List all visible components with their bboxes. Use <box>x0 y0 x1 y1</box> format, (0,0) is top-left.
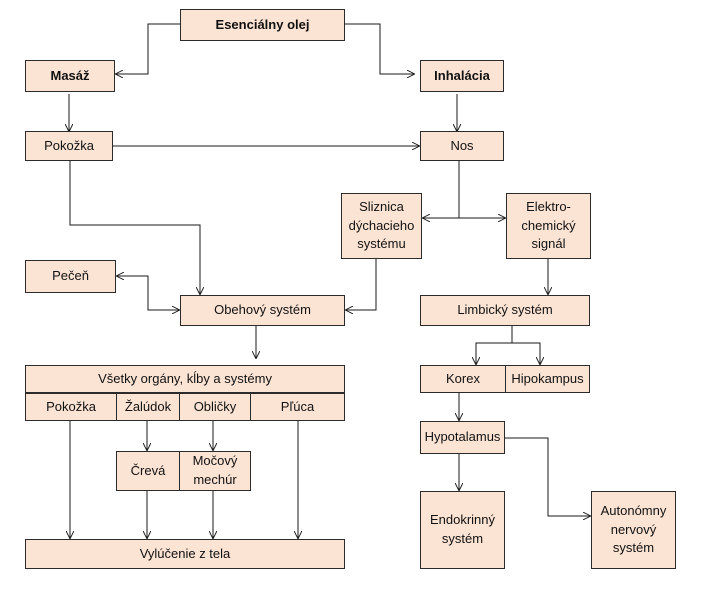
node-elimination: Vylúčenie z tela <box>25 539 345 569</box>
arrow-oil-to-massage <box>116 23 180 74</box>
arrow-limbic-to-cortex <box>476 342 512 364</box>
node-kidneys: Obličky <box>179 393 251 421</box>
node-intestines: Črevá <box>116 451 180 491</box>
arrow-skin-to-circulatory <box>69 161 200 294</box>
node-inhalation: Inhalácia <box>420 60 504 92</box>
node-massage: Masáž <box>25 60 115 92</box>
arrow-limbic-to-hippocampus <box>512 342 540 364</box>
node-endocrine-system: Endokrinný systém <box>420 491 505 569</box>
node-lungs: Pľúca <box>250 393 345 421</box>
node-all-organs: Všetky orgány, kĺby a systémy <box>25 365 345 393</box>
arrow-mucosa-to-circulatory <box>346 259 377 310</box>
node-mucosa: Sliznica dýchacieho systému <box>341 193 422 259</box>
node-organ-skin: Pokožka <box>25 393 117 421</box>
arrow-oil-to-inhalation <box>345 23 414 74</box>
node-liver: Pečeň <box>25 260 116 293</box>
node-essential-oil: Esenciálny olej <box>180 9 345 41</box>
node-circulatory-system: Obehový systém <box>180 295 345 326</box>
node-electro-signal: Elektro- chemický signál <box>506 193 591 259</box>
node-hippocampus: Hipokampus <box>505 365 590 393</box>
arrow-hypothalamus-to-autonomic <box>505 437 590 516</box>
node-hypothalamus: Hypotalamus <box>420 421 505 454</box>
node-cortex: Korex <box>420 365 506 393</box>
node-skin: Pokožka <box>25 131 113 161</box>
arrow-circulatory-liver <box>117 276 179 310</box>
node-nose: Nos <box>420 131 504 161</box>
node-bladder: Močový mechúr <box>179 451 251 491</box>
node-stomach: Žalúdok <box>116 393 180 421</box>
node-autonomic-nervous-system: Autonómny nervový systém <box>591 491 676 569</box>
node-limbic-system: Limbický systém <box>420 295 590 326</box>
